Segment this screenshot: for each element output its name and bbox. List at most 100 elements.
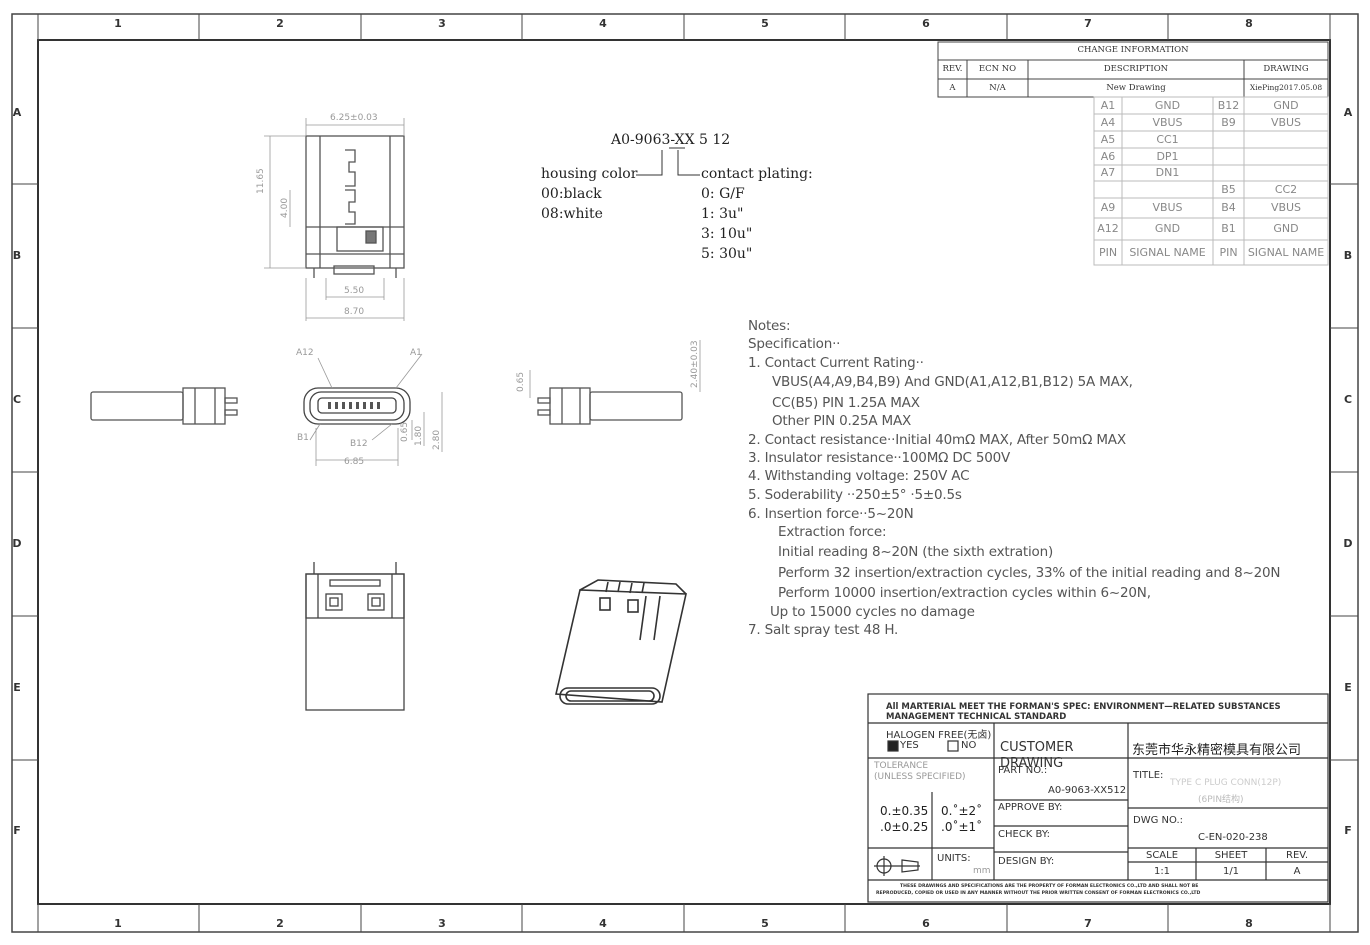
title-block-lines — [867, 693, 1329, 903]
grid-column-label: 3 — [438, 17, 446, 30]
tolerance-sub: (UNLESS SPECIFIED) — [874, 772, 966, 782]
part-code: A0-9063-XX 5 12 — [611, 132, 731, 148]
dim-pin-a1: A1 — [410, 348, 422, 358]
note-line: Notes: — [748, 318, 791, 334]
dim-side-h: 0.65 — [516, 371, 526, 392]
note-line: 2. Contact resistance··Initial 40mΩ MAX,… — [748, 432, 1126, 448]
grid-column-label: 4 — [599, 917, 607, 930]
grid-column-label: 6 — [922, 17, 930, 30]
note-line: Specification·· — [748, 336, 841, 352]
pin-table-cell: GND — [1273, 222, 1299, 235]
plating-option-3: 5: 30u" — [701, 246, 753, 262]
units-value: mm — [973, 866, 991, 876]
pin-table-cell: DP1 — [1156, 149, 1179, 163]
grid-row-label: F — [1344, 824, 1352, 837]
scale-label: SCALE — [1145, 850, 1179, 861]
note-line: Other PIN 0.25A MAX — [772, 413, 912, 429]
pin-table-cell: B5 — [1221, 182, 1236, 196]
pin-table-cell: VBUS — [1270, 201, 1302, 214]
pin-table-cell: A6 — [1100, 149, 1116, 163]
plating-option-0: 0: G/F — [701, 186, 745, 202]
halogen-no-label: NO — [961, 740, 977, 751]
change-row-drawing: XiePing2017.05.08 — [1249, 83, 1323, 92]
dim-bottom-a: 5.50 — [344, 286, 365, 296]
pin-table-cell: A9 — [1100, 201, 1116, 214]
dim-front-h1: 0.65 — [400, 421, 410, 442]
design-by-label: DESIGN BY: — [998, 856, 1055, 867]
grid-row-label: E — [1344, 681, 1352, 694]
contact-plating-label: contact plating: — [701, 166, 813, 182]
sheet-label: SHEET — [1214, 850, 1248, 861]
title-sub: (6PIN结构) — [1198, 795, 1244, 805]
company-name-cn: 东莞市华永精密模具有限公司 — [1132, 743, 1302, 758]
pin-table-cell: SIGNAL NAME — [1129, 245, 1206, 259]
note-line: 6. Insertion force··5~20N — [748, 506, 914, 522]
title-value: TYPE C PLUG CONN(12P) — [1170, 778, 1282, 788]
change-row-ecn: N/A — [989, 83, 1006, 93]
dim-bottom-b: 8.70 — [344, 307, 365, 317]
grid-column-label: 2 — [276, 917, 284, 930]
grid-column-label: 7 — [1084, 17, 1092, 30]
part-code-leaders — [636, 147, 700, 176]
rev-value: A — [1293, 866, 1301, 877]
grid-row-label: D — [12, 537, 22, 550]
isometric-view-drawing — [555, 579, 687, 705]
pin-table-cell: GND — [1154, 222, 1181, 235]
pin-table-cell: B12 — [1217, 98, 1240, 112]
note-line: Extraction force: — [778, 524, 887, 540]
change-row-rev: A — [949, 83, 956, 93]
dim-side-t: 2.40±0.03 — [690, 340, 700, 388]
dim-front-h2: 1.80 — [414, 425, 424, 446]
change-header-drawing: DRAWING — [1263, 64, 1309, 74]
tolerance-linear-2: .0±0.25 — [880, 820, 929, 834]
pin-table-lines — [1093, 96, 1329, 266]
grid-row-label: C — [1343, 393, 1353, 406]
pin-table-cell: CC2 — [1274, 182, 1298, 196]
change-row-description: New Drawing — [1106, 83, 1166, 93]
pin-table-cell: VBUS — [1152, 201, 1183, 214]
halogen-free-label: HALOGEN FREE(无卤) — [886, 730, 992, 741]
pin-table-cell: A4 — [1100, 115, 1116, 129]
note-line: 4. Withstanding voltage: 250V AC — [748, 468, 970, 484]
note-line: CC(B5) PIN 1.25A MAX — [772, 395, 920, 411]
dim-pin-b1: B1 — [297, 433, 309, 443]
rev-label: REV. — [1286, 850, 1308, 861]
pin-table-cell: GND — [1154, 98, 1181, 112]
pin-table-cell: SIGNAL NAME — [1247, 245, 1325, 259]
halogen-yes-label: YES — [900, 740, 919, 751]
top-view-drawing — [264, 118, 405, 321]
right-side-view-drawing — [529, 340, 701, 425]
change-header-description: DESCRIPTION — [1103, 64, 1169, 74]
pin-table-cell: B4 — [1221, 201, 1236, 214]
plating-option-1: 1: 3u" — [701, 206, 744, 222]
title-label: TITLE: — [1133, 770, 1164, 781]
material-note: All MARTERIAL MEET THE FORMAN'S SPEC: EN… — [886, 702, 1281, 722]
change-info-table-lines — [937, 41, 1329, 98]
pin-table-cell: A7 — [1100, 166, 1116, 179]
pin-table-cell: B9 — [1221, 115, 1236, 129]
pin-table-cell: PIN — [1098, 245, 1118, 259]
dim-height-total: 11.65 — [256, 168, 266, 194]
note-line: VBUS(A4,A9,B4,B9) And GND(A1,A12,B1,B12)… — [772, 374, 1133, 390]
grid-row-label: A — [12, 106, 22, 119]
dim-pin-b12: B12 — [350, 439, 368, 449]
customer-drawing: CUSTOMER DRAWING — [1000, 740, 1074, 771]
sheet-value: 1/1 — [1222, 866, 1240, 877]
note-line: Up to 15000 cycles no damage — [770, 604, 975, 620]
approve-by-label: APPROVE BY: — [998, 802, 1063, 813]
front-view-drawing — [303, 353, 443, 466]
dim-front-h3: 2.80 — [432, 429, 442, 450]
dim-pin-a12: A12 — [296, 348, 314, 358]
change-header-ecn: ECN NO — [978, 64, 1017, 74]
pin-table-cell: A5 — [1100, 132, 1116, 146]
tolerance-angular-1: 0.˚±2˚ — [941, 804, 983, 818]
grid-column-label: 1 — [114, 17, 122, 30]
note-line: 5. Soderability ··250±5° ·5±0.5s — [748, 487, 962, 503]
dim-top-width: 6.25±0.03 — [330, 113, 378, 123]
grid-column-label: 2 — [276, 17, 284, 30]
housing-color-label: housing color — [541, 166, 638, 182]
units-label: UNITS: — [937, 853, 971, 864]
housing-option-1: 08:white — [541, 206, 603, 222]
change-info-title: CHANGE INFORMATION — [1077, 45, 1189, 55]
